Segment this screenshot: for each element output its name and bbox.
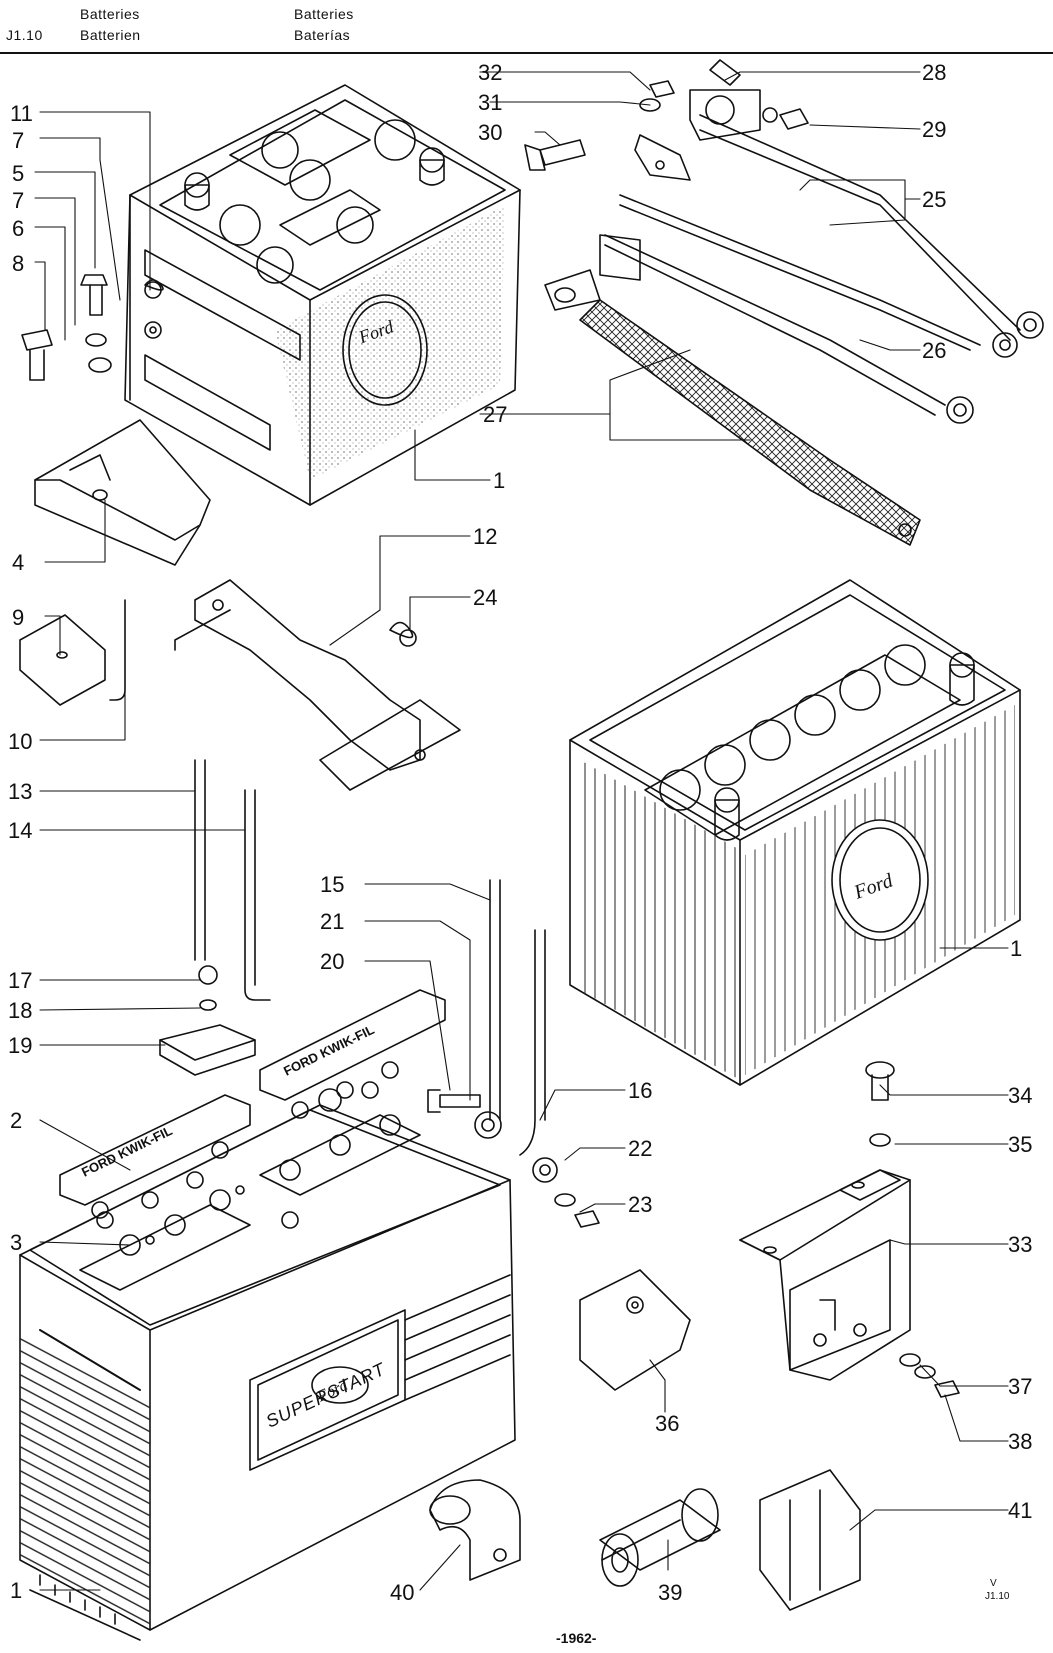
callout-25: 25 — [922, 187, 947, 212]
callout-14: 14 — [8, 818, 33, 843]
callout-29: 29 — [922, 117, 947, 142]
callout-1c: 1 — [10, 1578, 23, 1603]
callout-34: 34 — [1008, 1083, 1033, 1108]
callout-38: 38 — [1008, 1429, 1033, 1454]
footer-corner-code: J1.10 — [985, 1591, 1010, 1602]
callout-8: 8 — [12, 251, 25, 276]
battery-lower-left: Ford — [19, 1081, 516, 1641]
callout-19: 19 — [8, 1033, 33, 1058]
callout-30: 30 — [478, 120, 503, 145]
callout-18: 18 — [8, 998, 33, 1023]
callout-11: 11 — [10, 101, 33, 126]
header-title-fr: Batteries — [294, 6, 354, 22]
callout-9: 9 — [12, 605, 25, 630]
callout-22: 22 — [628, 1136, 653, 1161]
footer-corner-mark: V — [990, 1578, 997, 1589]
callout-16: 16 — [628, 1078, 653, 1103]
battery-upper-left: Ford — [124, 84, 521, 506]
callout-26: 26 — [922, 338, 947, 363]
footer-year: -1962- — [556, 1630, 597, 1646]
callout-41: 41 — [1008, 1498, 1033, 1523]
callout-4: 4 — [12, 550, 25, 575]
callout-20: 20 — [320, 949, 345, 974]
callout-28: 28 — [922, 60, 947, 85]
header-title-en: Batteries — [80, 6, 140, 22]
callout-24: 24 — [473, 585, 498, 610]
callout-21: 21 — [320, 909, 345, 934]
callout-1b: 1 — [1010, 936, 1023, 961]
callout-7b: 7 — [12, 188, 25, 213]
header-title-es: Baterías — [294, 27, 351, 43]
callout-17: 17 — [8, 968, 33, 993]
callout-32: 32 — [478, 60, 503, 85]
header-code: J1.10 — [6, 27, 43, 43]
callout-2: 2 — [10, 1108, 23, 1133]
callout-5: 5 — [12, 161, 25, 186]
callout-39: 39 — [658, 1580, 683, 1605]
header-title-de: Batterien — [80, 27, 141, 43]
callout-13: 13 — [8, 779, 33, 804]
callout-23: 23 — [628, 1192, 653, 1217]
callout-31: 31 — [478, 90, 503, 115]
callout-33: 33 — [1008, 1232, 1033, 1257]
callout-6: 6 — [12, 216, 25, 241]
callout-27: 27 — [483, 402, 508, 427]
callout-7a: 7 — [12, 128, 25, 153]
callout-37: 37 — [1008, 1374, 1033, 1399]
callout-12: 12 — [473, 524, 498, 549]
battery-right: Ford — [569, 579, 1021, 1086]
callout-1a: 1 — [493, 468, 506, 493]
callout-10: 10 — [8, 729, 33, 754]
callout-40: 40 — [390, 1580, 415, 1605]
callout-35: 35 — [1008, 1132, 1033, 1157]
callout-36: 36 — [655, 1411, 680, 1436]
callout-3: 3 — [10, 1230, 23, 1255]
callout-15: 15 — [320, 872, 345, 897]
header-rule — [0, 52, 1053, 54]
